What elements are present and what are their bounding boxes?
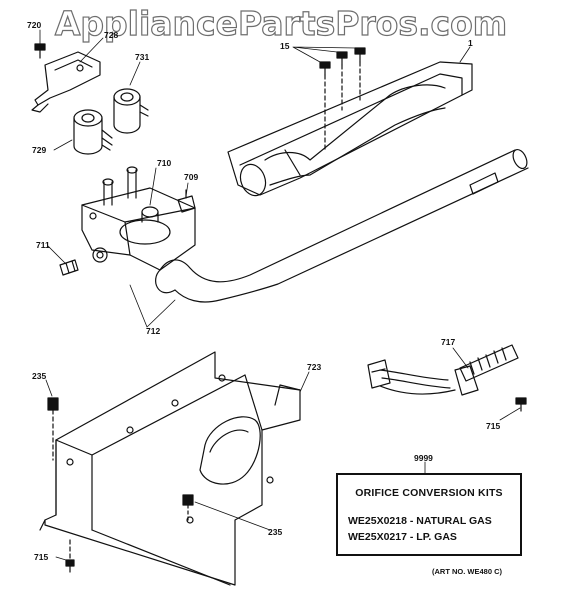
label-235-upper: 235 bbox=[32, 371, 47, 381]
gas-valve bbox=[81, 166, 196, 271]
art-number: (ART NO. WE480 C) bbox=[432, 567, 503, 576]
label-15: 15 bbox=[280, 41, 290, 51]
screw-235-upper bbox=[47, 397, 59, 461]
label-731: 731 bbox=[135, 52, 150, 62]
watermark: AppliancePartsPros.com bbox=[54, 3, 508, 43]
igniter bbox=[367, 344, 519, 396]
burner-housing bbox=[227, 61, 473, 197]
label-728: 728 bbox=[104, 30, 119, 40]
screws-15 bbox=[319, 47, 366, 151]
coil-729 bbox=[73, 109, 113, 155]
burner-tube bbox=[155, 148, 529, 303]
label-710: 710 bbox=[157, 158, 172, 168]
label-715-lower: 715 bbox=[34, 552, 49, 562]
label-235-lower: 235 bbox=[268, 527, 283, 537]
screw-720 bbox=[34, 43, 46, 59]
kit-box-title: ORIFICE CONVERSION KITS bbox=[355, 487, 503, 499]
kit-lp-gas: WE25X0217 - LP. GAS bbox=[348, 531, 457, 543]
burner-bracket bbox=[39, 351, 301, 586]
orifice-kit-box: ORIFICE CONVERSION KITS WE25X0218 - NATU… bbox=[336, 473, 522, 556]
label-1: 1 bbox=[468, 38, 473, 48]
screw-235-lower bbox=[182, 494, 194, 521]
coil-bracket bbox=[31, 51, 101, 113]
label-715-upper: 715 bbox=[486, 421, 501, 431]
label-709: 709 bbox=[184, 172, 199, 182]
screw-715-lower bbox=[65, 539, 75, 573]
coil-731 bbox=[113, 88, 149, 134]
label-720: 720 bbox=[27, 20, 42, 30]
label-717: 717 bbox=[441, 337, 456, 347]
label-729: 729 bbox=[32, 145, 47, 155]
label-712: 712 bbox=[146, 326, 161, 336]
label-9999: 9999 bbox=[414, 453, 433, 463]
fitting-711 bbox=[59, 259, 79, 276]
screw-715-upper bbox=[515, 397, 527, 412]
kit-natural-gas: WE25X0218 - NATURAL GAS bbox=[348, 515, 492, 527]
leader-lines bbox=[39, 29, 521, 561]
label-711: 711 bbox=[36, 240, 50, 250]
label-723: 723 bbox=[307, 362, 322, 372]
